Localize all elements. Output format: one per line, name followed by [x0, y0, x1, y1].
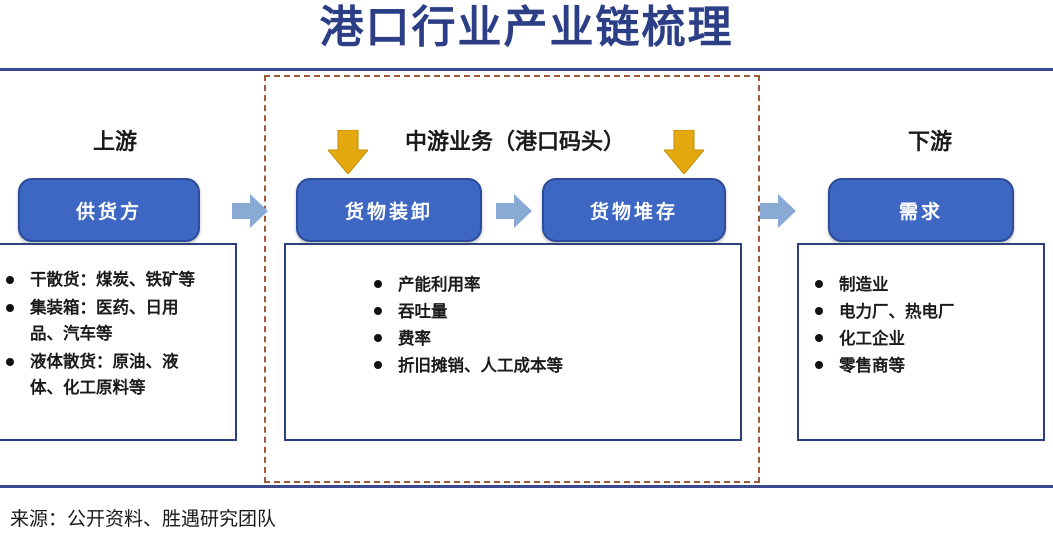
flow-arrow-right-icon [760, 194, 796, 228]
supplier-box: 供货方 [18, 178, 200, 242]
list-item: 吞吐量 [368, 298, 740, 325]
list-item: 集装箱：医药、日用品、汽车等 [0, 295, 210, 347]
bullet-icon [6, 276, 14, 284]
bullet-icon [815, 280, 823, 288]
upstream-heading: 上游 [92, 130, 137, 155]
source-note: 来源：公开资料、胜遇研究团队 [10, 508, 277, 530]
flow-arrow-right-icon [232, 194, 268, 228]
flow-arrow-right-icon [496, 194, 532, 228]
list-item: 制造业 [809, 271, 1043, 298]
demand-box: 需求 [828, 178, 1014, 242]
downstream-panel: 制造业 电力厂、热电厂 化工企业 零售商等 [797, 243, 1045, 441]
midstream-heading: 中游业务（港口码头） [404, 130, 625, 155]
list-item: 液体散货：原油、液体、化工原料等 [0, 349, 210, 401]
list-item: 折旧摊销、人工成本等 [368, 352, 740, 379]
downstream-heading: 下游 [907, 130, 952, 155]
input-arrow-down-icon [328, 130, 368, 174]
cargo-storage-box: 货物堆存 [542, 178, 726, 242]
midstream-panel: 产能利用率 吞吐量 费率 折旧摊销、人工成本等 [284, 243, 742, 441]
bullet-icon [374, 334, 382, 342]
list-item: 零售商等 [809, 352, 1043, 379]
bullet-icon [815, 361, 823, 369]
list-item: 产能利用率 [368, 271, 740, 298]
downstream-list: 制造业 电力厂、热电厂 化工企业 零售商等 [799, 245, 1043, 379]
input-arrow-down-icon [664, 130, 704, 174]
bottom-divider [0, 485, 1053, 488]
bullet-icon [815, 307, 823, 315]
bullet-icon [374, 280, 382, 288]
bullet-icon [815, 334, 823, 342]
list-item: 化工企业 [809, 325, 1043, 352]
upstream-list: 干散货：煤炭、铁矿等 集装箱：医药、日用品、汽车等 液体散货：原油、液体、化工原… [0, 245, 210, 401]
page-title: 港口行业产业链梳理 [319, 2, 734, 53]
bullet-icon [6, 358, 14, 366]
list-item: 费率 [368, 325, 740, 352]
list-item: 干散货：煤炭、铁矿等 [0, 267, 210, 293]
midstream-dashed-frame [264, 75, 760, 483]
bullet-icon [374, 307, 382, 315]
bullet-icon [374, 361, 382, 369]
list-item: 电力厂、热电厂 [809, 298, 1043, 325]
cargo-handling-box: 货物装卸 [296, 178, 482, 242]
midstream-list: 产能利用率 吞吐量 费率 折旧摊销、人工成本等 [286, 245, 740, 379]
upstream-panel: 干散货：煤炭、铁矿等 集装箱：医药、日用品、汽车等 液体散货：原油、液体、化工原… [0, 243, 237, 441]
top-divider [0, 68, 1053, 71]
bullet-icon [6, 304, 14, 312]
